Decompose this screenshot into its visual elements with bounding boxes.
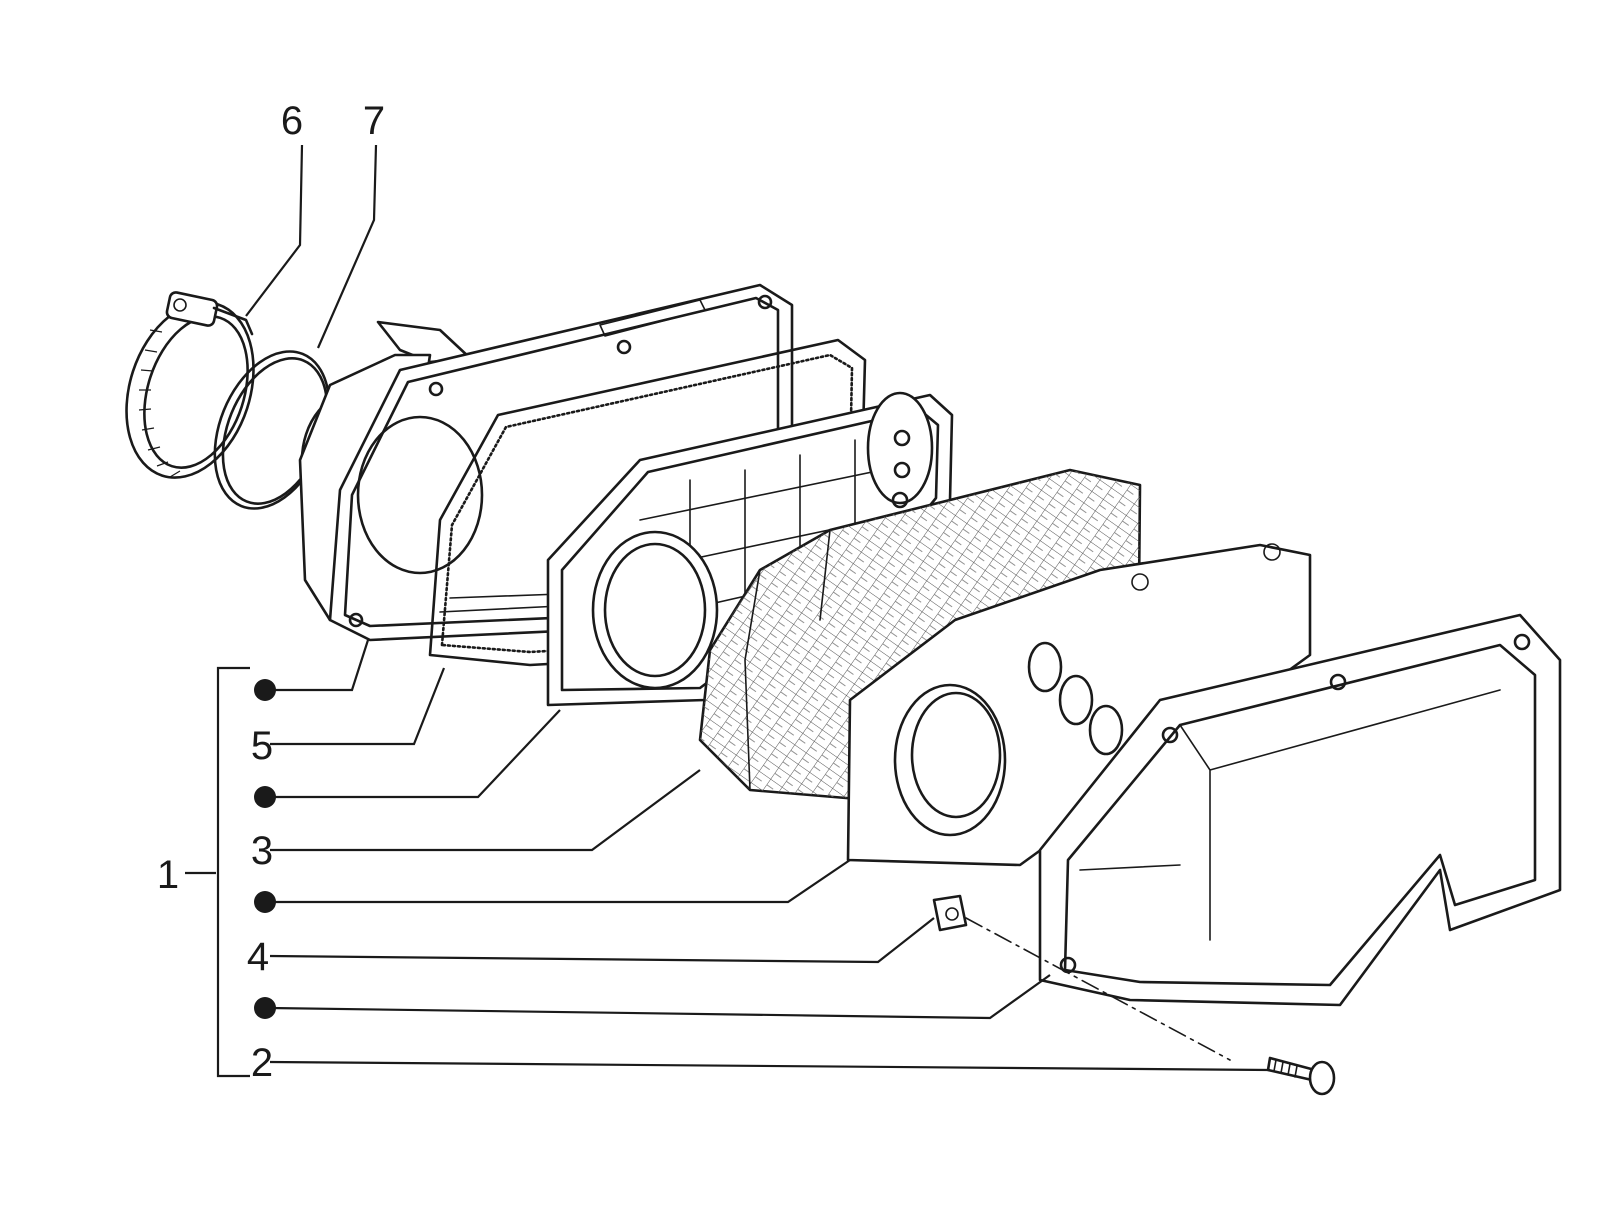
filter-cover-part bbox=[1038, 613, 1562, 1007]
filter-frame-part bbox=[546, 391, 954, 707]
hose-clamp-part bbox=[125, 291, 255, 479]
kit-bullet bbox=[254, 891, 276, 913]
callout-1: 1 bbox=[157, 853, 179, 897]
kit-bullet bbox=[254, 997, 276, 1019]
leader-lines bbox=[185, 144, 1271, 1078]
kit-bullet bbox=[254, 786, 276, 808]
callout-7: 7 bbox=[363, 99, 385, 143]
callout-2: 2 bbox=[251, 1041, 273, 1085]
screw-part bbox=[1266, 1056, 1336, 1096]
callout-6: 6 bbox=[281, 99, 303, 143]
callout-4: 4 bbox=[247, 935, 269, 979]
kit-bullet bbox=[254, 679, 276, 701]
clip-nut-part bbox=[932, 894, 1231, 1061]
callout-5: 5 bbox=[251, 724, 273, 768]
callout-3: 3 bbox=[251, 829, 273, 873]
